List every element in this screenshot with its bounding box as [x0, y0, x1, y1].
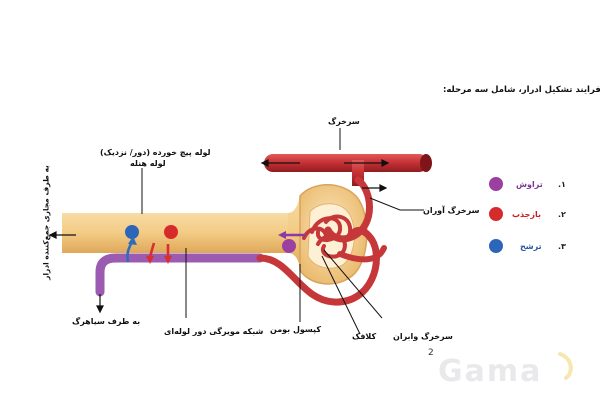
label-peritubular-network: شبکه مویرگی دور لوله‌ای [164, 327, 264, 336]
label-loop-of-henle: لوله هنله [130, 159, 166, 168]
renal-tubule [62, 192, 300, 272]
legend-num-3: ۳. [558, 242, 566, 251]
legend-secretion: ترشح [520, 242, 542, 251]
main-artery [264, 154, 432, 186]
label-glomerulus: کلافک [352, 332, 377, 341]
legend-filtration: تراوش [516, 180, 543, 189]
legend-num-2: ۲. [558, 210, 566, 219]
diagram-title: فرایند تشکیل ادرار، شامل سه مرحله: [443, 85, 600, 95]
legend-dot-filtration [489, 177, 503, 191]
label-artery: سرخرگ [328, 117, 360, 126]
tubule-outflow-arrow [48, 231, 76, 239]
label-efferent-arteriole: سرخرگ وابران [393, 332, 453, 341]
reabsorption-marker [164, 225, 178, 239]
secretion-marker [125, 225, 139, 239]
svg-text:Gama: Gama [438, 354, 542, 388]
leader-lines [141, 128, 424, 335]
label-bowman-capsule: کپسول بومن [270, 325, 321, 334]
page-number: 2 [428, 348, 434, 358]
filtration-marker [282, 239, 296, 253]
legend-num-1: ۱. [558, 180, 566, 189]
label-tubule: لوله پیچ خورده (دور/ نزدیک) [100, 148, 211, 157]
label-to-collecting-duct: به طرف مجاری جمع‌کننده ادرار [41, 165, 51, 280]
gama-watermark-logo: Gama [438, 352, 573, 388]
label-to-vein: به طرف سیاهرگ [72, 317, 141, 326]
legend-reabsorption: بازجذب [512, 210, 542, 219]
label-afferent-arteriole: سرخرگ آوران [423, 206, 480, 215]
vein-outflow-arrow [96, 294, 104, 314]
process-markers [125, 225, 306, 264]
legend-dot-secretion [489, 239, 503, 253]
legend-dot-reabsorption [489, 207, 503, 221]
artery-flow-arrows [260, 159, 390, 192]
